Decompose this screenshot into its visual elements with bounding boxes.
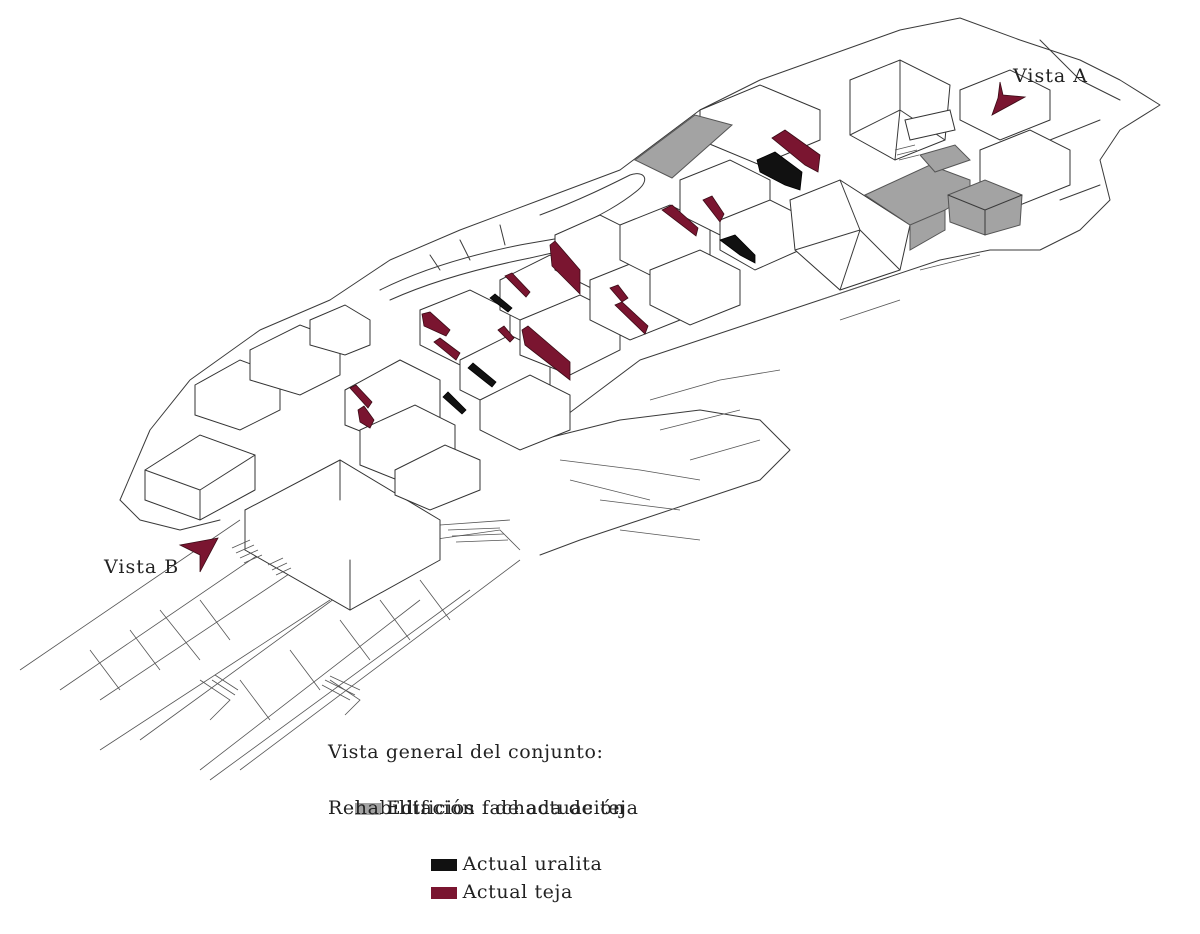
uralita-facade xyxy=(467,362,497,388)
building-masses xyxy=(144,39,1121,611)
tile-facade xyxy=(433,337,461,361)
tile-facade xyxy=(702,195,725,223)
view-arrows xyxy=(178,81,1027,573)
intervention-building xyxy=(634,114,734,179)
legend-label: Edificios de actuación xyxy=(386,797,626,819)
intervention-building xyxy=(909,209,946,251)
tile-facades xyxy=(349,129,821,429)
tile-facade xyxy=(504,272,531,298)
uralita-facade xyxy=(442,391,467,415)
intervention-buildings xyxy=(634,114,1023,251)
tile-facade xyxy=(349,384,373,409)
legend-item-uralita: Actual uralita xyxy=(328,822,639,875)
intervention-building xyxy=(919,144,971,173)
legend-swatch-maroon xyxy=(430,887,457,899)
intervention-building xyxy=(947,179,1023,236)
legend-title: Vista general del conjunto: xyxy=(328,741,604,763)
legend-label: Actual teja xyxy=(462,881,573,903)
vista-b-arrow-icon xyxy=(178,537,219,573)
axonometric-site-drawing: Vista A Vista B xyxy=(19,17,1161,781)
uralita-facade xyxy=(489,293,513,313)
vista-a-label: Vista A xyxy=(1012,65,1088,87)
legend-item-tile: Actual teja xyxy=(328,850,639,903)
tile-facade xyxy=(614,301,649,335)
vista-a-arrow-icon xyxy=(991,81,1027,116)
street-grid xyxy=(19,254,981,781)
tile-facade xyxy=(609,284,629,303)
legend-label: Actual uralita xyxy=(462,853,603,875)
tile-facade xyxy=(497,325,515,343)
vista-b-label: Vista B xyxy=(103,556,179,578)
uralita-facade xyxy=(756,151,803,191)
legend-item-intervention: Edificios de actuación xyxy=(328,766,639,819)
tile-facade xyxy=(421,311,451,337)
legend-swatch-black xyxy=(430,859,457,871)
stairs xyxy=(211,144,920,701)
uralita-facade xyxy=(719,234,756,264)
legend-swatch-gray xyxy=(354,803,381,815)
legend-subheading: Rehabilitación fachada de teja xyxy=(328,797,639,819)
tile-facade xyxy=(521,325,571,381)
tile-facade xyxy=(549,240,581,295)
site-outline xyxy=(119,17,1161,556)
tile-facade xyxy=(771,129,821,173)
tile-facade xyxy=(661,204,699,237)
legend: Vista general del conjunto: Edificios de… xyxy=(328,738,639,903)
tile-facade xyxy=(357,405,375,429)
uralita-facades xyxy=(442,151,803,415)
